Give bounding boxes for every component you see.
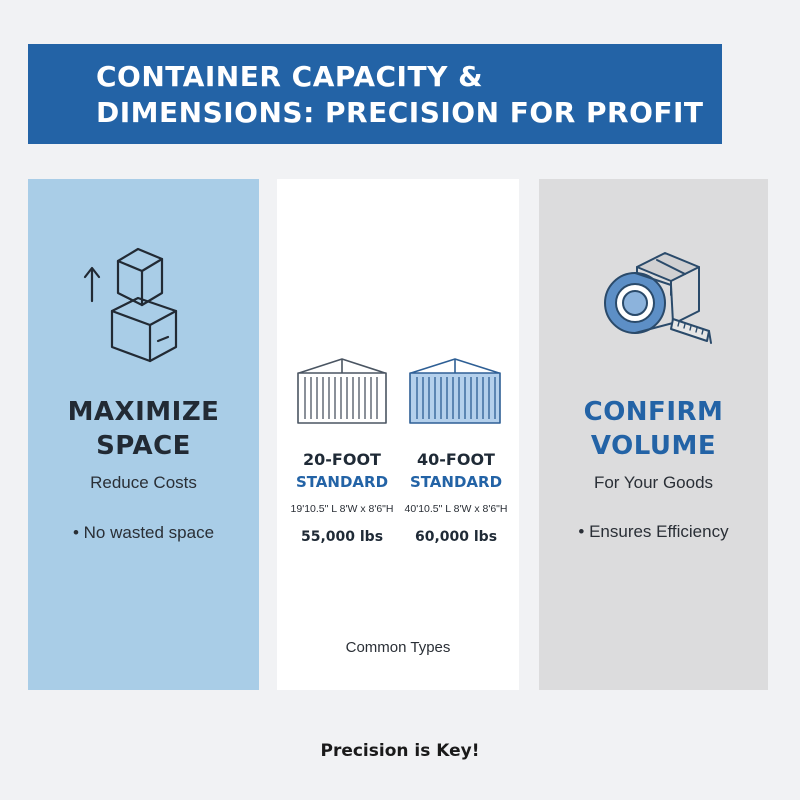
tape-measure-box-icon <box>604 252 712 344</box>
container-name: 40-FOOT <box>417 450 495 469</box>
container-dimensions: 19'10.5" L 8'W x 8'6"H <box>290 503 394 515</box>
page-title-line-1: CONTAINER CAPACITY & <box>96 60 484 93</box>
confirm-volume-panel: CONFIRM VOLUME For Your Goods • Ensures … <box>539 179 768 690</box>
container-dimensions: 40'10.5" L 8'W x 8'6"H <box>404 503 508 515</box>
container-weight: 55,000 lbs <box>300 529 384 545</box>
page-title-line-2: DIMENSIONS: PRECISION FOR PROFIT <box>96 96 704 129</box>
maximize-space-panel: MAXIMIZE SPACE Reduce Costs • No wasted … <box>28 179 259 690</box>
confirm-volume-title-line-1: CONFIRM <box>583 397 724 427</box>
confirm-volume-bullet: • Ensures Efficiency <box>578 522 729 541</box>
container-weight: 60,000 lbs <box>414 529 498 545</box>
maximize-space-bullet: • No wasted space <box>72 523 215 542</box>
maximize-space-title-line-2: SPACE <box>96 431 191 461</box>
maximize-space-subtitle: Reduce Costs <box>90 473 197 492</box>
confirm-volume-title-line-2: VOLUME <box>590 431 717 461</box>
footer-tagline: Precision is Key! <box>320 741 480 761</box>
shipping-container-icon <box>297 358 387 424</box>
container-name: 20-FOOT <box>303 450 381 469</box>
container-type: STANDARD <box>409 473 503 491</box>
header-banner: CONTAINER CAPACITY & DIMENSIONS: PRECISI… <box>28 44 722 144</box>
common-types-panel: 20-FOOT STANDARD 19'10.5" L 8'W x 8'6"H … <box>277 179 519 690</box>
stacked-boxes-arrow-icon <box>83 247 178 363</box>
container-type: STANDARD <box>295 473 389 491</box>
maximize-space-title-line-1: MAXIMIZE <box>67 397 220 427</box>
container-40ft: 40-FOOT STANDARD 40'10.5" L 8'W x 8'6"H … <box>397 449 515 545</box>
confirm-volume-subtitle: For Your Goods <box>593 473 714 492</box>
shipping-container-icon <box>409 358 501 424</box>
common-types-caption: Common Types <box>345 639 451 656</box>
container-20ft: 20-FOOT STANDARD 19'10.5" L 8'W x 8'6"H … <box>283 449 401 545</box>
